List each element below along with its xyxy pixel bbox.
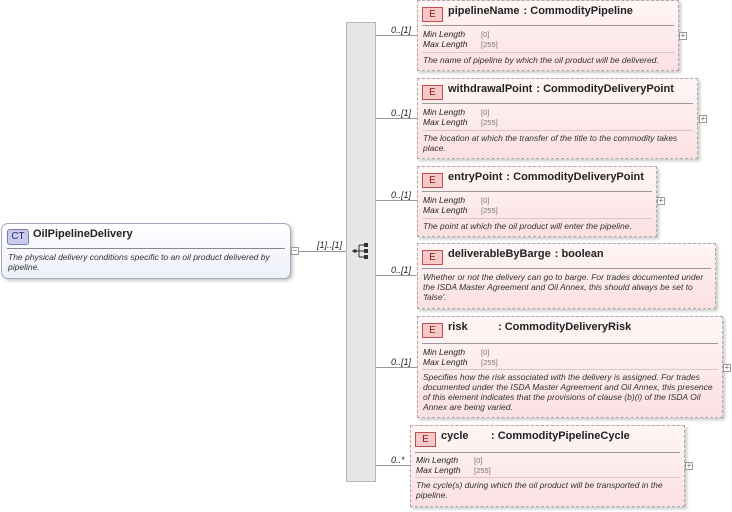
expand-icon[interactable]: + <box>685 461 693 470</box>
max-length-label: Max Length <box>423 39 468 49</box>
element-withdrawalpoint[interactable]: E withdrawalPoint: CommodityDeliveryPoin… <box>417 78 698 159</box>
max-length-value: [255] <box>481 40 498 49</box>
element-badge: E <box>422 323 443 338</box>
connector-line <box>376 118 417 119</box>
element-type: : CommodityDeliveryPoint <box>506 171 644 183</box>
connector-line <box>376 275 417 276</box>
element-header: pipelineName: CommodityPipeline <box>448 5 633 17</box>
element-name: pipelineName <box>448 5 520 17</box>
expand-icon[interactable]: + <box>723 363 731 372</box>
expand-icon[interactable]: + <box>679 31 687 40</box>
element-type: : CommodityDeliveryPoint <box>536 83 674 95</box>
max-length-label: Max Length <box>423 117 468 127</box>
element-header: deliverableByBarge: boolean <box>448 248 604 260</box>
divider <box>422 52 674 53</box>
element-badge: E <box>415 432 436 447</box>
divider <box>422 191 652 192</box>
complex-type-badge: CT <box>7 229 29 245</box>
divider <box>422 130 693 131</box>
divider <box>422 343 718 344</box>
min-length-label: Min Length <box>423 29 466 39</box>
element-cycle[interactable]: E cycle : CommodityPipelineCycle Min Leng… <box>410 425 685 507</box>
element-name: risk <box>448 321 468 333</box>
min-length-label: Min Length <box>423 195 466 205</box>
element-multiplicity: 0..[1] <box>391 25 412 35</box>
divider <box>422 218 652 219</box>
element-documentation: The location at which the transfer of th… <box>423 133 678 153</box>
element-header: withdrawalPoint: CommodityDeliveryPoint <box>448 83 674 95</box>
connector-line <box>376 200 417 201</box>
element-type: : boolean <box>554 248 604 260</box>
max-length-label: Max Length <box>423 357 468 367</box>
expand-icon[interactable]: + <box>699 114 707 123</box>
element-badge: E <box>422 85 443 100</box>
divider <box>415 452 680 453</box>
element-documentation: The point at which the oil product will … <box>423 221 632 231</box>
element-entrypoint[interactable]: E entryPoint: CommodityDeliveryPoint Min… <box>417 166 657 237</box>
element-badge: E <box>422 173 443 188</box>
divider <box>422 268 711 269</box>
element-documentation: Whether or not the delivery can go to ba… <box>423 272 704 302</box>
connector-line <box>376 367 417 368</box>
complex-type-documentation: The physical delivery conditions specifi… <box>8 252 270 272</box>
complex-type-multiplicity: [1]..[1] <box>317 240 343 250</box>
divider <box>422 103 693 104</box>
max-length-value: [255] <box>481 206 498 215</box>
expand-icon[interactable]: + <box>657 196 665 205</box>
element-name: deliverableByBarge <box>448 248 551 260</box>
element-multiplicity: 0..* <box>391 455 405 465</box>
min-length-value: [0] <box>481 348 490 357</box>
element-multiplicity: 0..[1] <box>391 265 412 275</box>
element-header: cycle : CommodityPipelineCycle <box>441 430 630 442</box>
element-badge: E <box>422 250 443 265</box>
element-type: : CommodityPipeline <box>523 5 633 17</box>
element-risk[interactable]: E risk : CommodityDeliveryRisk Min Length… <box>417 316 723 418</box>
element-header: entryPoint: CommodityDeliveryPoint <box>448 171 644 183</box>
element-documentation: The name of pipeline by which the oil pr… <box>423 55 659 65</box>
min-length-label: Min Length <box>416 455 459 465</box>
element-multiplicity: 0..[1] <box>391 108 412 118</box>
complex-type-name: OilPipelineDelivery <box>33 228 133 240</box>
connector-line <box>299 251 346 252</box>
complex-type-box[interactable]: CT OilPipelineDelivery The physical deli… <box>1 223 291 279</box>
element-name: entryPoint <box>448 171 503 183</box>
element-documentation: Specifies how the risk associated with t… <box>423 372 713 412</box>
min-length-value: [0] <box>481 108 490 117</box>
sequence-compositor[interactable] <box>346 22 376 482</box>
min-length-label: Min Length <box>423 107 466 117</box>
collapse-icon[interactable]: − <box>291 246 299 255</box>
divider <box>7 248 285 249</box>
element-badge: E <box>422 7 443 22</box>
element-pipelinename[interactable]: E pipelineName: CommodityPipeline Min Le… <box>417 0 679 71</box>
element-name: withdrawalPoint <box>448 83 533 95</box>
connector-line <box>376 465 410 466</box>
connector-line <box>376 35 417 36</box>
element-multiplicity: 0..[1] <box>391 357 412 367</box>
max-length-label: Max Length <box>423 205 468 215</box>
min-length-value: [0] <box>481 196 490 205</box>
element-multiplicity: 0..[1] <box>391 190 412 200</box>
max-length-value: [255] <box>474 466 491 475</box>
element-name: cycle <box>441 430 469 442</box>
element-deliverablebybarge[interactable]: E deliverableByBarge: boolean Whether or… <box>417 243 716 309</box>
divider <box>422 369 718 370</box>
min-length-value: [0] <box>481 30 490 39</box>
max-length-label: Max Length <box>416 465 461 475</box>
sequence-icon <box>352 243 368 259</box>
element-type: : CommodityDeliveryRisk <box>498 321 632 333</box>
element-type: : CommodityPipelineCycle <box>491 430 630 442</box>
min-length-label: Min Length <box>423 347 466 357</box>
max-length-value: [255] <box>481 118 498 127</box>
divider <box>415 477 680 478</box>
divider <box>422 25 674 26</box>
element-documentation: The cycle(s) during which the oil produc… <box>416 480 663 500</box>
element-header: risk : CommodityDeliveryRisk <box>448 321 631 333</box>
max-length-value: [255] <box>481 358 498 367</box>
min-length-value: [0] <box>474 456 483 465</box>
